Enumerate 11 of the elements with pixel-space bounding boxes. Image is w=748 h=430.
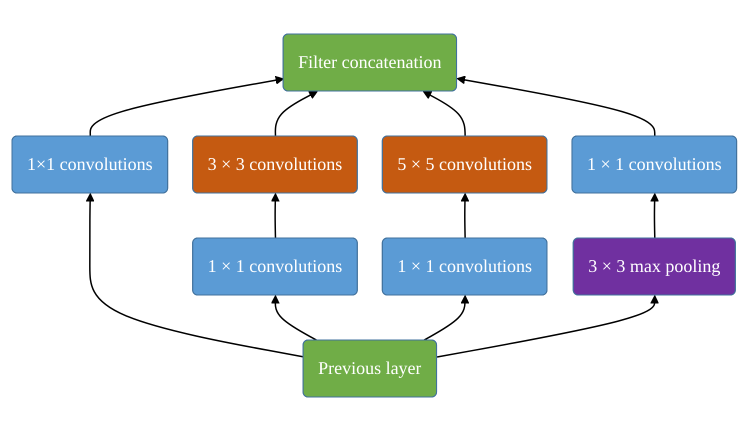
arrow [422,90,466,136]
arrow [460,192,470,238]
arrow [650,192,659,238]
arrow [436,294,659,358]
arrow [270,192,280,238]
arrow [274,90,318,136]
arrow [456,75,656,136]
arrow [270,294,318,341]
arrow [85,192,304,358]
arrow [89,75,284,136]
arrow [422,294,470,341]
